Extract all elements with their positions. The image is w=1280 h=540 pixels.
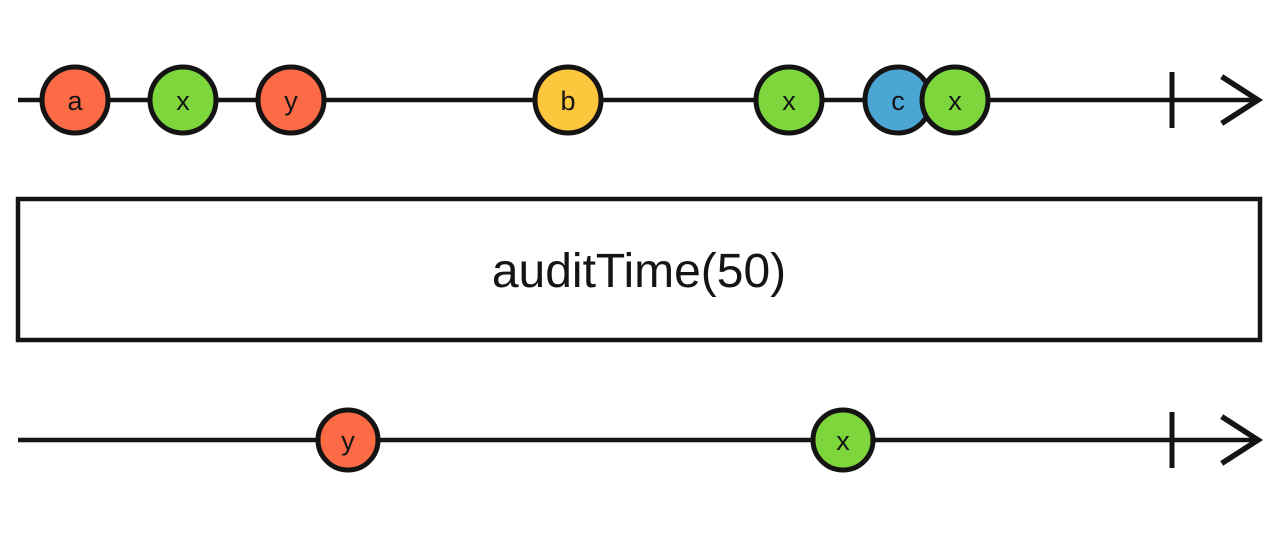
- marble-circle[interactable]: [919, 64, 991, 136]
- operator-box[interactable]: auditTime(50): [15, 196, 1263, 343]
- marble[interactable]: x: [753, 64, 825, 136]
- marble-label: y: [284, 86, 298, 116]
- marble[interactable]: b: [532, 64, 604, 136]
- operator-label: auditTime(50): [492, 245, 786, 298]
- marble-label: b: [560, 86, 575, 116]
- marble-label: x: [782, 86, 796, 116]
- marble-circle[interactable]: [315, 407, 381, 473]
- marble[interactable]: y: [255, 64, 327, 136]
- marble-label: x: [836, 426, 850, 456]
- marble-label: a: [67, 86, 83, 116]
- marble-label: c: [891, 86, 905, 116]
- timeline-arrow-icon: [1220, 74, 1264, 126]
- operator-box-rect[interactable]: [15, 196, 1263, 343]
- marble-circle[interactable]: [810, 407, 876, 473]
- marble[interactable]: a: [39, 64, 111, 136]
- timeline-arrow-icon: [1220, 414, 1264, 466]
- marble-label: x: [948, 86, 962, 116]
- marble-circle[interactable]: [147, 64, 219, 136]
- marble-label: x: [176, 86, 190, 116]
- marble[interactable]: x: [147, 64, 219, 136]
- marble[interactable]: x: [810, 407, 876, 473]
- marble[interactable]: x: [919, 64, 991, 136]
- marble-circle[interactable]: [753, 64, 825, 136]
- marble-circle[interactable]: [39, 64, 111, 136]
- marble-circle[interactable]: [532, 64, 604, 136]
- marble[interactable]: y: [315, 407, 381, 473]
- marble-circle[interactable]: [255, 64, 327, 136]
- marble-label: y: [341, 426, 355, 456]
